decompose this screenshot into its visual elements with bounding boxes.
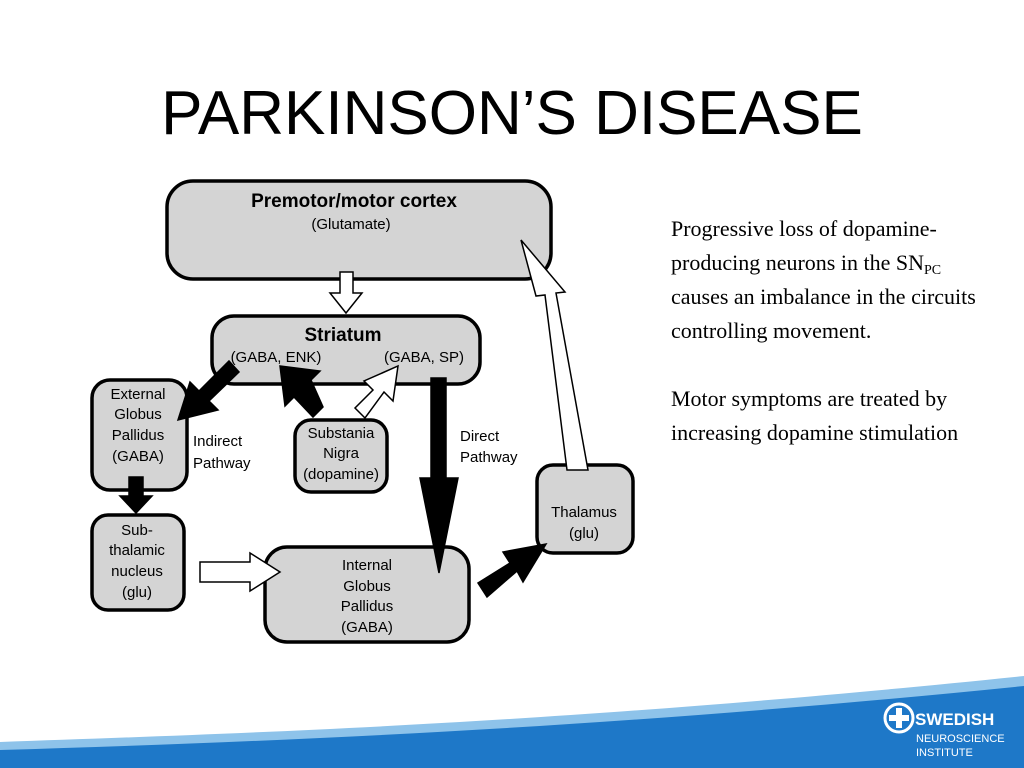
swedish-logo-icon — [883, 702, 915, 734]
gpi-label-4: (GABA) — [341, 619, 393, 636]
stn-label-4: (glu) — [122, 584, 152, 601]
gpe-to-stn-arrow — [118, 476, 154, 515]
striatum-to-gpi-direct-arrow — [419, 377, 459, 574]
indirect-pathway-label-1: Indirect — [193, 433, 243, 450]
snc-to-striatum-enk-arrow — [279, 365, 324, 419]
striatum-to-gpe-arrow — [176, 359, 241, 422]
snc-label-1: Substania — [308, 425, 375, 442]
stn-label-2: thalamic — [109, 542, 165, 559]
gpi-label-1: Internal — [342, 557, 392, 574]
brand-line3: INSTITUTE — [916, 747, 973, 759]
cortex-to-striatum-arrow — [328, 271, 364, 315]
slide-title: PARKINSON’S DISEASE — [161, 79, 863, 148]
brand-line2: NEUROSCIENCE — [916, 733, 1005, 745]
gpe-label-3: Pallidus — [112, 427, 165, 444]
body-text: Progressive loss of dopamine-producing n… — [671, 212, 991, 484]
stn-label-3: nucleus — [111, 563, 163, 580]
thalamus-to-cortex-arrow — [520, 239, 589, 471]
cortex-title: Premotor/motor cortex — [251, 191, 457, 212]
direct-pathway-label-2: Pathway — [460, 449, 518, 466]
gpe-label-2: Globus — [114, 406, 162, 423]
snc-to-striatum-sp-arrow — [353, 364, 399, 420]
body-paragraph-1-post: causes an imbalance in the circuits cont… — [671, 284, 976, 343]
cortex-sub: (Glutamate) — [311, 216, 390, 233]
body-paragraph-1: Progressive loss of dopamine-producing n… — [671, 212, 991, 348]
brand-name: SWEDISH — [915, 710, 994, 729]
footer-wave-dark — [0, 686, 1024, 768]
gpe-label-1: External — [110, 386, 165, 403]
snc-label-2: Nigra — [323, 445, 360, 462]
gpi-to-thalamus-arrow — [476, 542, 548, 599]
body-paragraph-2: Motor symptoms are treated by increasing… — [671, 386, 959, 445]
indirect-pathway-label-2: Pathway — [193, 455, 251, 472]
striatum-left-sub: (GABA, ENK) — [231, 349, 322, 366]
stn-to-gpi-arrow — [199, 551, 282, 593]
thalamus-label-2: (glu) — [569, 525, 599, 542]
gpi-label-3: Pallidus — [341, 598, 394, 615]
snc-box — [293, 418, 389, 494]
gpe-label-4: (GABA) — [112, 448, 164, 465]
gpi-label-2: Globus — [343, 578, 391, 595]
striatum-right-sub: (GABA, SP) — [384, 349, 464, 366]
gpi-box — [263, 545, 471, 644]
striatum-title: Striatum — [304, 325, 381, 346]
direct-pathway-label-1: Direct — [460, 428, 500, 445]
stn-label-1: Sub- — [121, 522, 153, 539]
body-paragraph-1-pre: Progressive loss of dopamine-producing n… — [671, 216, 937, 275]
swedish-logo: SWEDISH NEUROSCIENCE INSTITUTE — [883, 702, 1005, 759]
stn-box — [90, 513, 186, 612]
cortex-box — [165, 179, 553, 281]
striatum-box — [210, 314, 482, 386]
body-paragraph-1-sub: PC — [923, 263, 942, 278]
snc-label-3: (dopamine) — [303, 466, 379, 483]
thalamus-label-1: Thalamus — [551, 504, 617, 521]
